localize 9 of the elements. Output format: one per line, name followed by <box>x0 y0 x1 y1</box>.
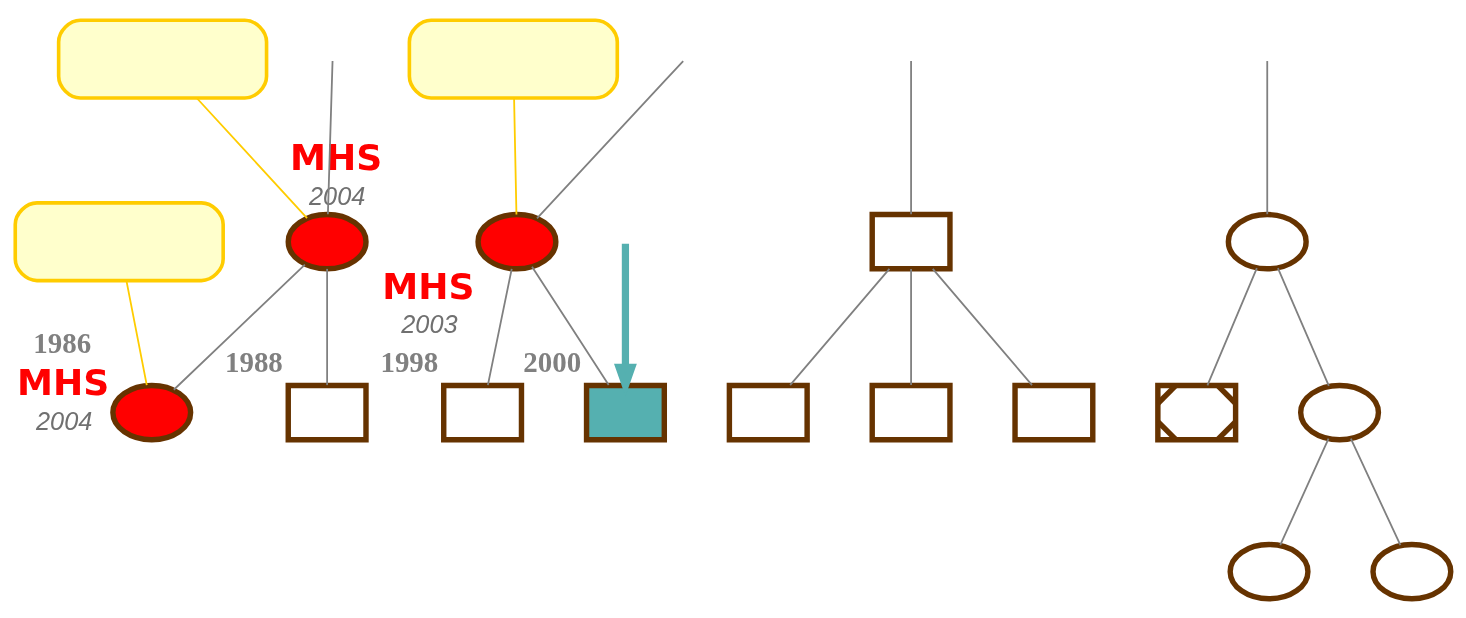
node-label: 2003 <box>401 309 458 338</box>
node-label: 1986 <box>33 326 92 359</box>
node-label: MHS <box>17 360 110 404</box>
node-label: 2000 <box>523 345 582 378</box>
node-label: 1988 <box>224 345 283 378</box>
node-label: MHS <box>382 264 475 308</box>
node-label: 1998 <box>380 345 439 378</box>
node-label: 2004 <box>36 406 93 435</box>
node-label: MHS <box>290 135 383 179</box>
